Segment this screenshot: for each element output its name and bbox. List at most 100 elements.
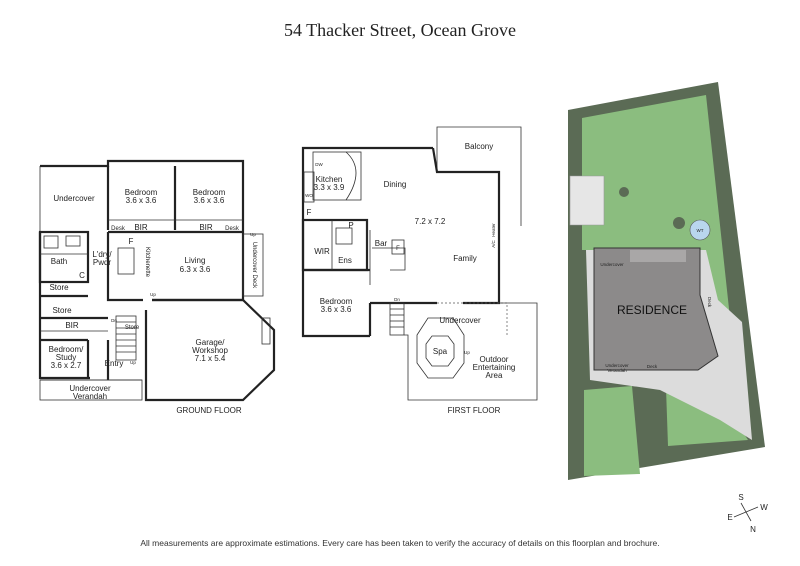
compass-icon: S E W N [727,493,768,534]
ff-top-wall [301,146,433,166]
gf-garage-label1: Garage/ [196,338,226,347]
ff-p-label: P [348,221,353,230]
site-tree [619,187,629,197]
gf-up3-label: Up [130,360,136,365]
ff-outdoor-label2: Entertaining [473,363,516,372]
ff-dw-label: DW [315,162,323,167]
gf-study-size: 3.6 x 2.7 [51,361,82,370]
gf-bir1-label: BIR [134,223,148,232]
gf-study-label2: Study [56,353,76,362]
ff-f1-label: F [307,208,312,217]
gf-desk1-label: Desk [111,226,126,232]
site-shed [569,175,605,226]
gf-garage-label2: Workshop [192,346,228,355]
gf-verandah-label1: Undercover [69,384,111,393]
page-title: 54 Thacker Street, Ocean Grove [283,20,517,40]
ff-f2-label: F [396,246,400,252]
gf-living-label: Living [185,256,206,265]
ff-ac-label: A/C [491,240,496,248]
gf-living-size: 6.3 x 3.6 [180,265,211,274]
ff-dn-label: Dn [394,297,400,302]
gf-entry-label: Entry [105,359,124,368]
site-deck-bottom-label: Deck [647,364,658,369]
gf-deck [242,233,264,297]
ff-kitchen-size: 3.3 x 3.9 [314,183,345,192]
gf-deck-label: Undercover Deck [251,242,257,289]
ff-outdoor-label3: Area [486,371,503,380]
ff-balcony-label: Balcony [465,142,493,151]
gf-store3-label: Store [125,325,140,331]
ff-spa-deck [416,317,465,379]
gf-bedroom2-size: 3.6 x 3.6 [194,196,225,205]
gf-pwdr-label: Pwdr [93,258,112,267]
site-front-lawn-left [584,386,640,476]
gf-up2-label: Up [150,292,156,297]
ff-caption: FIRST FLOOR [448,406,501,415]
gf-bir2-label: BIR [199,223,213,232]
gf-garage-wall [144,298,276,402]
ff-ens-label: Ens [338,256,352,265]
gf-verandah-label2: Verandah [73,392,107,401]
ff-kitchen-bench [312,151,362,201]
gf-top-wall [40,159,245,234]
site-residence [593,247,719,371]
ff-kitchen-wall-bench [303,171,315,203]
site-residence-roofline [630,250,686,262]
gf-garage-window [261,317,271,345]
gf-caption: GROUND FLOOR [176,406,242,415]
ground-floor-plan: Undercover Bedroom 3.6 x 3.6 Bedroom 3.6… [38,159,276,415]
gf-vanity [65,235,81,247]
ff-spa-label: Spa [433,347,448,356]
ff-kitchen-island [345,151,357,201]
ff-up-label: Up [464,350,470,355]
gf-desk2-label: Desk [225,226,240,232]
ff-bar [372,247,406,271]
compass-w-label: W [760,503,768,512]
gf-stairs [115,315,137,361]
ff-bedroom-label: Bedroom [320,297,353,306]
gf-bedroom2-label: Bedroom [193,188,226,197]
compass-s-label: S [738,493,743,502]
gf-c-label: C [79,271,85,280]
site-verandah-label1: Undercover [605,363,629,368]
ff-family-size: 7.2 x 7.2 [415,217,446,226]
site-shrub [673,217,685,229]
site-rear-lawn [582,95,730,318]
ff-ensuite-block [301,218,369,272]
ff-dining-label: Dining [384,180,407,189]
ff-spa [425,335,455,367]
ff-undercover-label: Undercover [439,316,481,325]
ff-outdoor-label1: Outdoor [480,355,509,364]
gf-dn-label: Dn [111,318,117,323]
compass-e-label: E [727,513,732,522]
gf-f-label: F [129,237,134,246]
ff-wo-label: WO [305,193,313,198]
site-verandah-label2: Verandah [607,368,627,373]
gf-study-label1: Bedroom/ [49,345,84,354]
gf-bir3-label: BIR [65,321,79,330]
site-wt-label: WT [697,228,704,233]
ff-family-label: Family [453,254,477,263]
site-water-tank [689,219,711,241]
ff-outdoor-area [404,302,538,401]
gf-kitchenette-bench [117,247,135,275]
compass-n-label: N [750,525,756,534]
disclaimer-text: All measurements are approximate estimat… [140,538,660,548]
ff-stairs [389,302,405,336]
first-floor-plan: Balcony DW WO Kitchen 3.3 x 3.9 Dining F… [301,126,538,415]
ff-bar-label: Bar [375,239,388,248]
ff-balcony [436,126,522,226]
gf-ldry-label: L'dry/ [92,250,112,259]
site-deck-right-label: Deck [707,297,712,308]
site-undercover-label: Undercover [600,262,624,267]
gf-bath-label: Bath [51,257,67,266]
gf-store2-label: Store [52,306,72,315]
ff-heater-label: Heater [491,223,496,237]
gf-kitchenette-label: Kitchenette [144,247,150,278]
site-plan: RESIDENCE Undercover Deck Undercover Ver… [568,82,765,480]
gf-bedroom1-size: 3.6 x 3.6 [126,196,157,205]
gf-garage-size: 7.1 x 5.4 [195,354,226,363]
site-residence-label: RESIDENCE [617,303,687,317]
ff-fridge [391,239,405,255]
